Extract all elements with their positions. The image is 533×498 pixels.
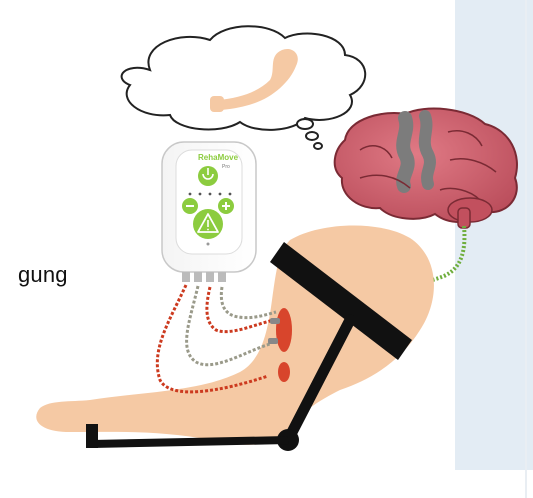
device-model: Pro	[222, 164, 230, 170]
plus-button[interactable]	[218, 198, 234, 214]
device-connectors	[182, 272, 226, 282]
alert-button[interactable]	[193, 209, 223, 239]
device-brand: RehaMove	[198, 153, 239, 162]
thought-bubble-icon	[122, 26, 366, 149]
stimulator-device: RehaMove Pro	[162, 142, 256, 282]
brain-icon	[335, 109, 517, 228]
minus-button[interactable]	[182, 198, 198, 214]
power-button[interactable]	[198, 166, 218, 186]
